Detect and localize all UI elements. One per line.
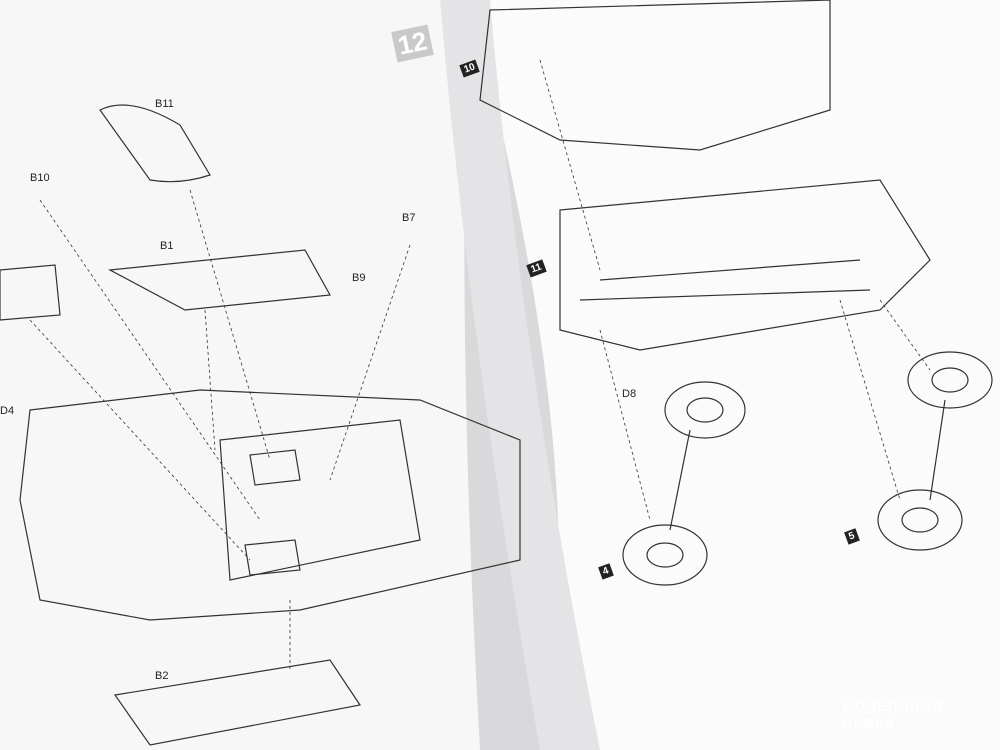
part-label-b2: B2 bbox=[155, 670, 169, 682]
part-label-b10: B10 bbox=[30, 172, 50, 184]
watermark-logo: МОДЕЛЬНАЯ ЛАВКА bbox=[842, 698, 943, 732]
watermark-line2: ЛАВКА bbox=[842, 715, 896, 731]
watermark-line1: МОДЕЛЬНАЯ bbox=[842, 698, 943, 714]
page-gutter-shadow bbox=[440, 0, 600, 750]
part-label-b7: B7 bbox=[402, 212, 416, 224]
part-label-b9: B9 bbox=[352, 272, 366, 284]
right-assembly-drawing bbox=[479, 0, 993, 586]
left-assembly-drawing bbox=[0, 104, 521, 746]
part-label-b1: B1 bbox=[160, 240, 174, 252]
part-label-d4: D4 bbox=[0, 405, 15, 417]
left-page bbox=[0, 0, 480, 750]
part-label-b11: B11 bbox=[155, 98, 174, 110]
part-label-d8: D8 bbox=[622, 388, 637, 400]
right-page bbox=[470, 0, 1000, 750]
